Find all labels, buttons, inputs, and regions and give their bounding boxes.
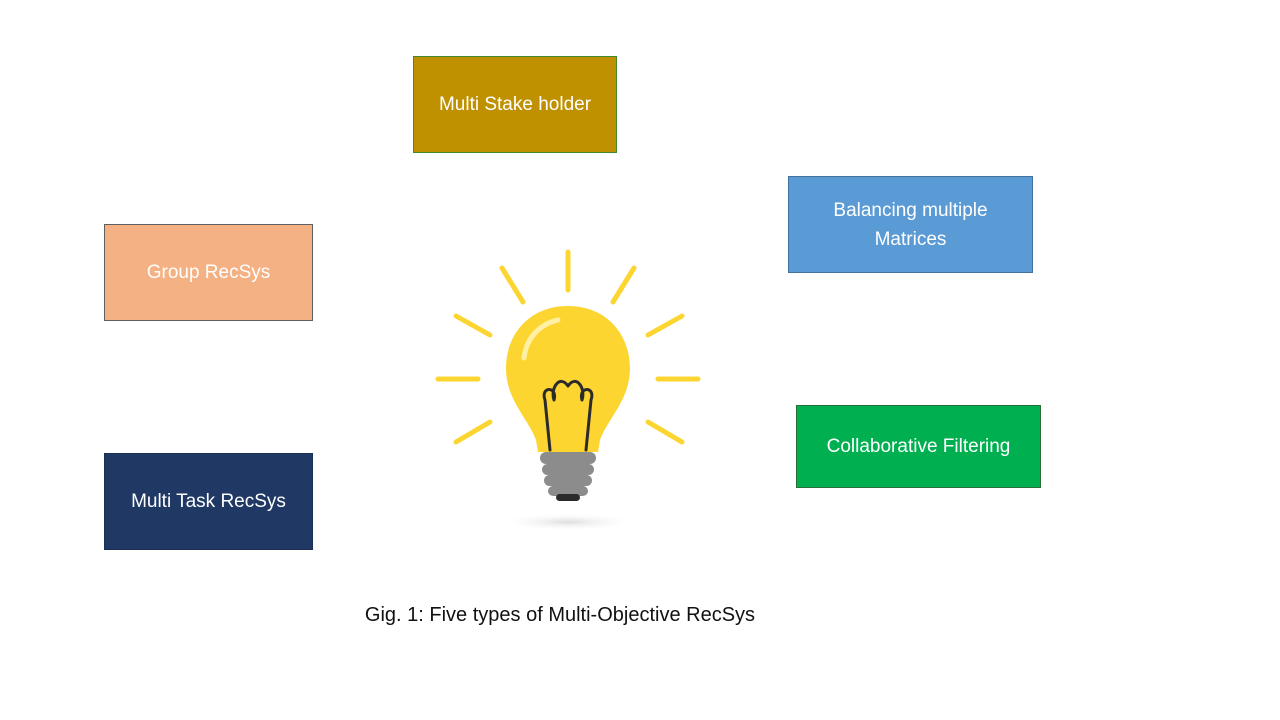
- node-balancing-multiple-matrices: Balancing multiple Matrices: [788, 176, 1033, 273]
- node-multi-task-recsys: Multi Task RecSys: [104, 453, 313, 550]
- bulb-highlight: [521, 317, 561, 361]
- node-multi-stake-holder: Multi Stake holder: [413, 56, 617, 153]
- bulb-glass: [506, 306, 630, 452]
- bulb-shadow: [498, 513, 638, 531]
- bulb-filament: [542, 379, 594, 452]
- node-group-recsys: Group RecSys: [104, 224, 313, 321]
- bulb-rays: [435, 249, 701, 445]
- node-collaborative-filtering: Collaborative Filtering: [796, 405, 1041, 488]
- lightbulb-icon: [435, 249, 701, 531]
- figure-caption: Gig. 1: Five types of Multi-Objective Re…: [364, 604, 756, 626]
- bulb-base: [540, 452, 596, 501]
